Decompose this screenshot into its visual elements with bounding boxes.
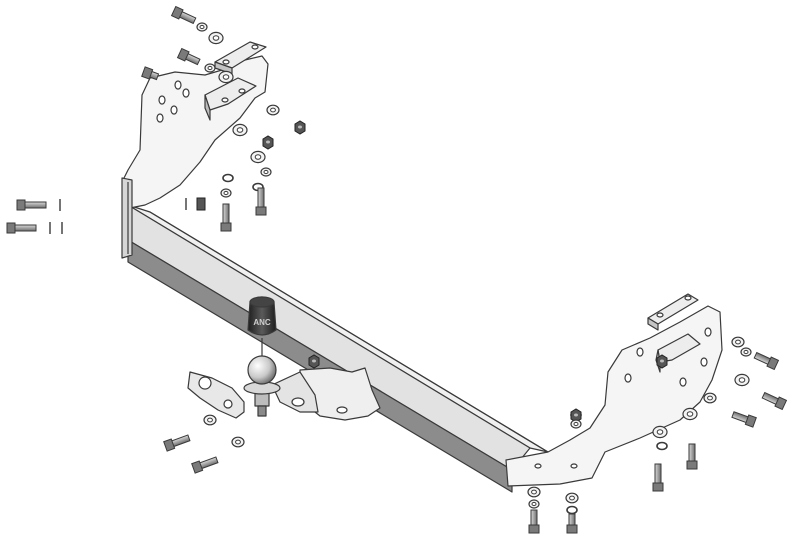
- washer-icon: [740, 347, 752, 357]
- bolt-icon: [566, 513, 578, 534]
- bolt-icon: [6, 222, 37, 234]
- cross-beam: [127, 204, 549, 493]
- fastener-hardware: [6, 5, 788, 534]
- washer-icon: [570, 419, 582, 429]
- socket-mounting-plate: [187, 371, 245, 419]
- washer-icon: [204, 63, 216, 73]
- washer-icon: [232, 123, 248, 137]
- washer-icon: [528, 499, 540, 509]
- nut-icon: [308, 354, 320, 369]
- bolt-icon: [652, 463, 664, 492]
- washer-icon: [565, 492, 579, 504]
- nut-icon: [656, 354, 668, 369]
- nut-icon: [294, 120, 306, 135]
- tow-ball: [243, 355, 281, 417]
- washer-icon: [250, 150, 266, 164]
- washer-icon: [703, 392, 717, 404]
- bolt-icon: [220, 203, 232, 232]
- bolt-icon: [163, 434, 191, 452]
- left-upper-bracket: [204, 41, 267, 121]
- electric-socket: ANC: [247, 296, 277, 356]
- washer-icon: [203, 414, 217, 426]
- towball-mount-bracket: [271, 367, 381, 421]
- washer-icon: [196, 22, 208, 32]
- bolt-icon: [176, 47, 201, 66]
- washer-icon: [682, 407, 698, 421]
- nut-icon: [196, 197, 206, 211]
- nut-icon: [570, 408, 582, 423]
- nut-icon: [262, 135, 274, 150]
- washer-icon: [266, 104, 280, 116]
- washer-icon: [734, 373, 750, 387]
- washer-icon: [231, 436, 245, 448]
- washer-icon: [220, 188, 232, 198]
- bolt-icon: [170, 5, 197, 25]
- bolt-icon: [761, 391, 788, 411]
- washer-icon: [652, 425, 668, 439]
- bolt-icon: [141, 66, 160, 81]
- washer-icon: [731, 336, 745, 348]
- washer-icon: [218, 70, 234, 84]
- washer-icon: [527, 486, 541, 498]
- washer-icon: [208, 31, 224, 45]
- bolt-icon: [686, 443, 698, 470]
- bolt-icon: [753, 351, 780, 371]
- bolt-icon: [528, 509, 540, 534]
- socket-badge: ANC: [253, 318, 271, 327]
- bolt-icon: [191, 456, 219, 474]
- right-upper-bracket: [647, 293, 701, 373]
- bolt-icon: [255, 187, 267, 216]
- spring-washer-icon: [566, 505, 578, 515]
- spring-washer-icon: [656, 441, 668, 451]
- bolt-icon: [731, 411, 757, 428]
- bolt-icon: [16, 199, 47, 211]
- washer-icon: [260, 167, 272, 177]
- spring-washer-icon: [222, 173, 234, 183]
